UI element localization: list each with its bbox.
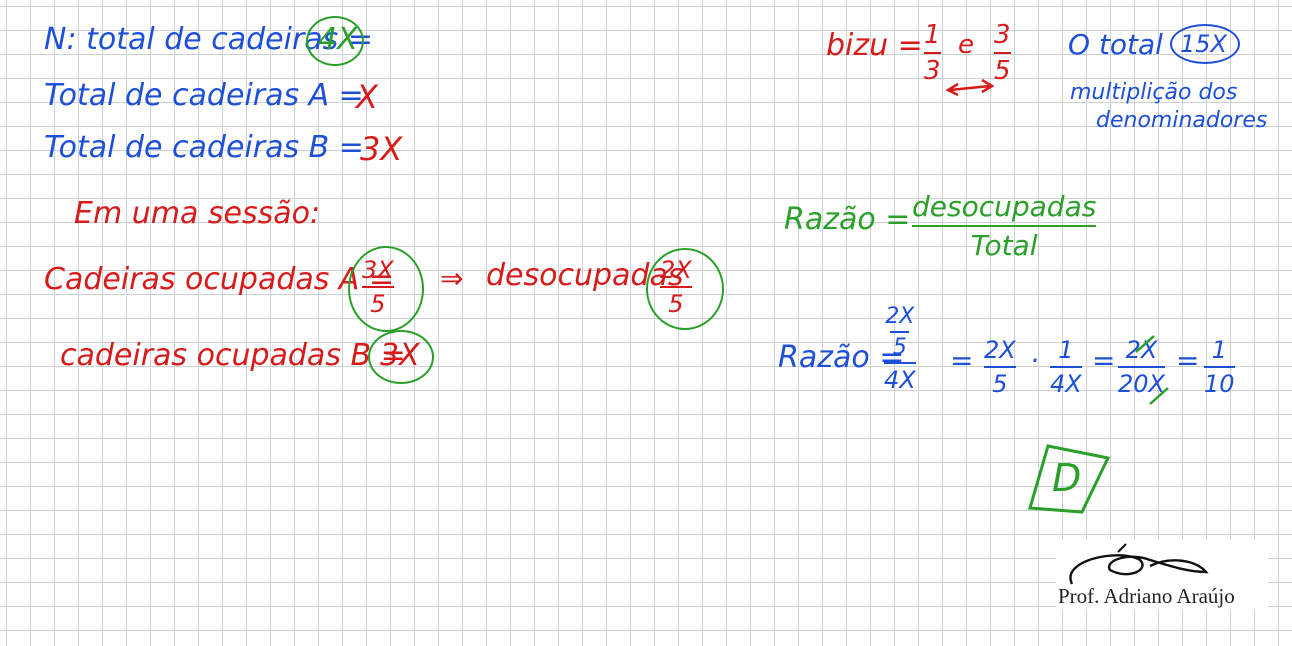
answer-letter: D	[1052, 456, 1082, 500]
occupied-b-label: cadeiras ocupadas B =	[60, 338, 406, 373]
ratio-inner-denominator: 5	[892, 335, 907, 360]
step4-denominator: 10	[1204, 370, 1235, 398]
circle-2x-over-5	[646, 248, 724, 330]
tip-f1-denominator: 3	[924, 56, 941, 86]
step1-denominator: 5	[992, 370, 1008, 398]
equals-3: =	[1176, 344, 1200, 377]
dot-operator: ·	[1030, 344, 1039, 377]
tip-connector: e	[958, 30, 974, 60]
ratio-outer-denominator: 4X	[884, 366, 916, 394]
fraction-bar	[890, 331, 910, 333]
tip-label: bizu =	[826, 28, 923, 63]
tip-fraction-2: 3 5	[994, 20, 1011, 86]
fraction-bar	[984, 366, 1016, 368]
tip-f1-numerator: 1	[924, 20, 941, 50]
tip-f2-numerator: 3	[994, 20, 1011, 50]
line-chairs-b-label: Total de cadeiras B =	[44, 130, 364, 165]
circle-15x	[1170, 24, 1240, 64]
circle-3x	[368, 330, 434, 384]
circle-3x-over-5	[348, 246, 424, 332]
occupied-a-label: Cadeiras ocupadas A =	[44, 262, 395, 297]
step3-denominator: 20X	[1118, 370, 1165, 398]
circle-4x	[306, 16, 364, 66]
line-chairs-b-value: 3X	[360, 130, 403, 168]
ratio-complex-fraction: 2X 5 4X	[884, 304, 916, 394]
fraction-bar	[994, 52, 1011, 54]
signature-box	[1056, 540, 1268, 610]
fraction-bar	[1118, 366, 1165, 368]
ratio-calc-label: Razão =	[778, 340, 905, 375]
step4-fraction: 1 10	[1204, 336, 1235, 398]
ratio-def-numerator: desocupadas	[912, 190, 1097, 223]
step3-fraction: 2X 20X	[1118, 336, 1165, 398]
step1-numerator: 2X	[984, 336, 1016, 364]
ratio-def-fraction: desocupadas Total	[912, 190, 1097, 262]
note-line-1: multiplição dos	[1070, 80, 1238, 105]
fraction-bar	[1050, 366, 1082, 368]
ratio-def-denominator: Total	[970, 229, 1038, 262]
fraction-bar	[1204, 366, 1235, 368]
equals-2: =	[1092, 344, 1116, 377]
fraction-bar	[912, 225, 1097, 227]
line-chairs-a-label: Total de cadeiras A =	[44, 78, 364, 113]
tip-fraction-1: 1 3	[924, 20, 941, 86]
ratio-inner-numerator: 2X	[885, 304, 915, 329]
implies-arrow: ⇒	[440, 262, 464, 295]
line-chairs-a-value: X	[356, 78, 378, 116]
equals-1: =	[950, 344, 974, 377]
note-line-2: denominadores	[1096, 108, 1268, 133]
fraction-bar	[884, 362, 916, 364]
step3-numerator: 2X	[1125, 336, 1158, 364]
fraction-bar	[924, 52, 941, 54]
step4-numerator: 1	[1211, 336, 1227, 364]
step1-fraction: 2X 5	[984, 336, 1016, 398]
step2-denominator: 4X	[1050, 370, 1082, 398]
step2-fraction: 1 4X	[1050, 336, 1082, 398]
step2-numerator: 1	[1058, 336, 1074, 364]
signature-name: Prof. Adriano Araújo	[1058, 584, 1235, 608]
session-title: Em uma sessão:	[74, 196, 321, 231]
ratio-def-label: Razão =	[784, 202, 911, 237]
total-label: O total	[1068, 28, 1163, 61]
tip-f2-denominator: 5	[994, 56, 1011, 86]
